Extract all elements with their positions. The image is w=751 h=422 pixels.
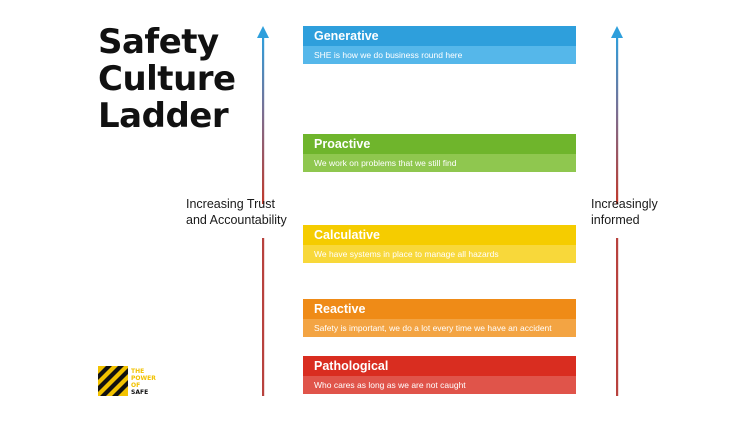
right-axis-label: Increasingly informed [591,196,658,228]
left-arrow [257,26,269,396]
left-arrow-head [257,26,269,38]
logo-line-1: THE [131,368,145,375]
logo-line-2: POWER [131,375,156,382]
right-label-line-1: Increasingly [591,197,658,211]
left-label-line-1: Increasing Trust [186,197,275,211]
rung-title: Reactive [303,299,576,319]
title-line-2: Culture [98,59,236,99]
rung-description: Safety is important, we do a lot every t… [303,319,576,337]
title-line-1: Safety [98,22,219,62]
right-arrow-shaft-bottom [616,238,619,396]
rung-calculative: Calculative We have systems in place to … [303,225,576,263]
right-label-line-2: informed [591,213,640,227]
rung-reactive: Reactive Safety is important, we do a lo… [303,299,576,337]
title-line-3: Ladder [98,96,229,136]
page-title: Safety Culture Ladder [98,24,236,135]
left-axis-label: Increasing Trust and Accountability [186,196,287,228]
rung-description: SHE is how we do business round here [303,46,576,64]
rung-description: We have systems in place to manage all h… [303,245,576,263]
left-label-line-2: and Accountability [186,213,287,227]
rung-title: Proactive [303,134,576,154]
rung-title: Pathological [303,356,576,376]
logo-text: THE POWER OF SAFE [131,368,156,396]
rung-title: Generative [303,26,576,46]
rung-generative: Generative SHE is how we do business rou… [303,26,576,64]
logo-line-4: SAFE [131,389,149,396]
rung-proactive: Proactive We work on problems that we st… [303,134,576,172]
left-arrow-shaft-top [262,36,265,204]
logo-line-3: OF [131,382,141,389]
hazard-stripes-logo-icon [98,366,128,396]
rung-title: Calculative [303,225,576,245]
left-arrow-shaft-bottom [262,238,265,396]
right-arrow-head [611,26,623,38]
right-arrow [611,26,623,396]
right-arrow-shaft-top [616,36,619,204]
rung-pathological: Pathological Who cares as long as we are… [303,356,576,394]
rung-description: We work on problems that we still find [303,154,576,172]
rung-description: Who cares as long as we are not caught [303,376,576,394]
